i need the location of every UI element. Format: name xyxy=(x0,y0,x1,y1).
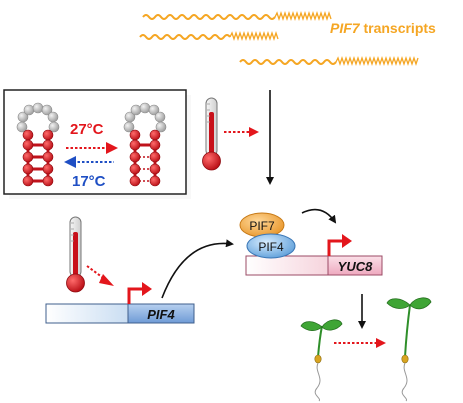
yuc8-gene-construct: YUC8 xyxy=(245,234,383,276)
pif7-to-yuc8-arrow xyxy=(301,208,337,224)
transcript-group: PIF7 transcripts xyxy=(139,10,436,67)
cool-arrow-head xyxy=(64,156,76,168)
yuc8-promoter-bar xyxy=(245,255,331,276)
rna-hairpin-panel: 27°C 17°C xyxy=(3,89,191,199)
pif4-protein xyxy=(246,233,296,259)
pif4-gene-to-protein-arrow xyxy=(161,239,234,299)
thermo-warm-arrow-lower-head xyxy=(99,274,114,286)
transcript-tail-3 xyxy=(335,55,419,67)
growth-arrow-head xyxy=(376,338,386,348)
transcript-line-2 xyxy=(139,34,231,40)
warm-arrow-head xyxy=(106,142,118,154)
seedling-icon-short xyxy=(300,319,343,402)
pif4-gene-box xyxy=(127,303,195,324)
promoter-arrow-icon xyxy=(327,239,343,256)
transcripts-label: PIF7 transcripts xyxy=(330,20,436,36)
transcripts-gene-name: PIF7 xyxy=(330,20,361,36)
transcripts-suffix: transcripts xyxy=(360,20,436,36)
pif7-protein-label: PIF7 xyxy=(249,219,275,233)
pif4-gene-construct: PIF4 xyxy=(45,282,195,324)
transcript-line-1 xyxy=(142,14,276,20)
thermometer-icon-lower xyxy=(66,216,85,293)
rna-hairpin-icon-closed xyxy=(16,102,60,187)
temp-cool-label: 17°C xyxy=(72,173,106,190)
pif4-promoter-bar xyxy=(45,303,131,324)
pif4-protein-label: PIF4 xyxy=(258,240,284,254)
promoter-arrow-icon-pif4 xyxy=(127,287,143,304)
temp-warm-label: 27°C xyxy=(70,121,104,138)
transcript-tail-1 xyxy=(274,10,332,22)
seedling-icon-tall xyxy=(386,297,432,402)
pif-complex: PIF7 PIF4 xyxy=(239,212,296,259)
yuc8-gene-box xyxy=(327,255,383,276)
transcript-tail-2 xyxy=(229,30,279,42)
yuc8-label: YUC8 xyxy=(338,259,373,274)
transcript-line-3 xyxy=(239,59,337,65)
rna-hairpin-icon-open xyxy=(123,102,167,187)
pif4-gene-label: PIF4 xyxy=(147,307,175,322)
thermo-warm-arrow-upper-head xyxy=(249,127,259,137)
thermometer-icon xyxy=(202,97,221,171)
